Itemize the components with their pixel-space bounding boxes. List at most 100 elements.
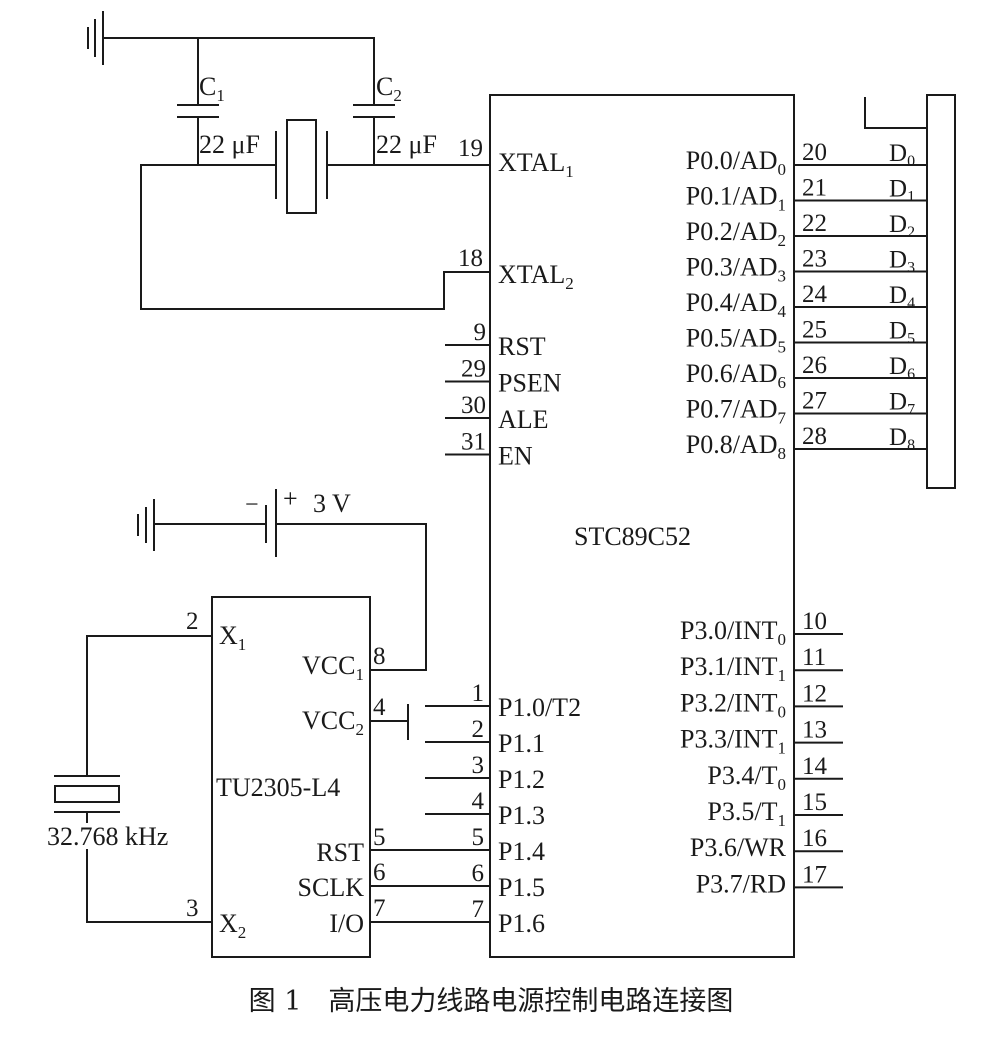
c1-value: 22 μF bbox=[199, 130, 260, 159]
mcu-pin-p3-0: 10 P3.0/INT0 bbox=[680, 608, 843, 649]
pin-number: 19 bbox=[458, 135, 483, 162]
pin-number: 15 bbox=[802, 789, 827, 816]
pin-number: 5 bbox=[373, 824, 386, 851]
pin-label: P1.0/T2 bbox=[498, 693, 581, 722]
rtc-crystal-frequency: 32.768 kHz bbox=[47, 822, 168, 851]
pin-label: RST bbox=[498, 332, 546, 361]
mcu-pin-en: 31 EN bbox=[445, 429, 533, 471]
mcu-port0-pins: 20P0.0/AD0D021P0.1/AD1D122P0.2/AD2D223P0… bbox=[686, 139, 928, 463]
pin-label: P1.1 bbox=[498, 729, 545, 758]
rtc-x1-pin: 2 X1 bbox=[186, 608, 246, 654]
pin-label: P0.4/AD4 bbox=[686, 288, 787, 321]
mcu-pin-p0-0: 20 P0.0/AD0 D0 bbox=[686, 139, 928, 179]
rtc-x2-pin: 3 X2 bbox=[186, 895, 246, 942]
pin-label: P1.3 bbox=[498, 801, 545, 830]
mcu-pin-p3-2: 12 P3.2/INT0 bbox=[680, 680, 843, 721]
data-bus-label: D1 bbox=[889, 176, 915, 206]
mcu-pin-p3-6: 16 P3.6/WR bbox=[690, 825, 843, 862]
pin-number: 6 bbox=[472, 860, 485, 887]
pin-number: 27 bbox=[802, 388, 827, 415]
pin-label: P0.7/AD7 bbox=[686, 395, 787, 428]
c2-label: C2 bbox=[376, 72, 402, 105]
pin-label: P3.0/INT0 bbox=[680, 616, 786, 649]
pin-number: 3 bbox=[472, 752, 485, 779]
rtc-io-pin: 7 I/O bbox=[329, 895, 385, 938]
rtc-vcc1-pin: 8 VCC1 bbox=[302, 643, 385, 684]
battery-minus: − bbox=[245, 492, 259, 518]
pin-label: P3.7/RD bbox=[696, 869, 786, 898]
pin-label: P1.4 bbox=[498, 837, 545, 866]
mcu-pin-p0-4: 24 P0.4/AD4 D4 bbox=[686, 281, 928, 321]
pin-number: 26 bbox=[802, 352, 827, 379]
pin-number: 21 bbox=[802, 175, 827, 202]
pin-number: 4 bbox=[373, 694, 386, 721]
mcu-pin-p1-0: 1 P1.0/T2 bbox=[425, 680, 581, 722]
data-bus-label: D8 bbox=[889, 424, 915, 454]
battery-plus: + bbox=[283, 484, 298, 513]
pin-label: P0.6/AD6 bbox=[686, 359, 786, 392]
pin-number: 5 bbox=[472, 824, 485, 851]
pin-label: P3.4/T0 bbox=[707, 761, 786, 794]
pin-label: RST bbox=[316, 838, 364, 867]
c2-value: 22 μF bbox=[376, 130, 437, 159]
pin-label: X1 bbox=[219, 621, 246, 654]
pin-number: 16 bbox=[802, 825, 827, 852]
pin-number: 20 bbox=[802, 139, 827, 166]
mcu-xtal1-pin: 19 XTAL1 bbox=[458, 135, 574, 181]
mcu-pin-p1-4: 5 P1.4 bbox=[369, 824, 545, 866]
pin-number: 22 bbox=[802, 210, 827, 237]
pin-label: P3.6/WR bbox=[690, 833, 787, 862]
pin-number: 13 bbox=[802, 717, 827, 744]
pin-label: P0.8/AD8 bbox=[686, 430, 786, 463]
pin-label: EN bbox=[498, 442, 533, 471]
wiring bbox=[54, 11, 956, 958]
pin-number: 10 bbox=[802, 608, 827, 635]
pin-number: 4 bbox=[472, 788, 485, 815]
pin-label: VCC2 bbox=[302, 706, 364, 739]
c1-capacitor: C1 22 μF bbox=[199, 72, 260, 159]
pin-number: 2 bbox=[186, 608, 199, 635]
battery: − + 3 V bbox=[245, 484, 351, 518]
mcu-name: STC89C52 bbox=[574, 522, 691, 551]
rtc-rst-pin: 5 RST bbox=[316, 824, 385, 867]
pin-number: 9 bbox=[474, 319, 487, 346]
pin-number: 25 bbox=[802, 317, 827, 344]
rtc-vcc2-pin: 4 VCC2 bbox=[302, 694, 386, 739]
pin-label: P0.3/AD3 bbox=[686, 253, 786, 286]
mcu-xtal2-pin: 18 XTAL2 bbox=[458, 245, 574, 293]
mcu-pin-rst: 9 RST bbox=[445, 319, 546, 361]
rtc-sclk-pin: 6 SCLK bbox=[298, 859, 386, 902]
pin-number: 7 bbox=[472, 896, 485, 923]
data-bus-label: D5 bbox=[889, 318, 915, 348]
pin-number: 18 bbox=[458, 245, 483, 272]
mcu-pin-p1-2: 3 P1.2 bbox=[425, 752, 545, 794]
pin-label: P0.0/AD0 bbox=[686, 146, 786, 179]
pin-number: 1 bbox=[472, 680, 485, 707]
pin-label: P1.2 bbox=[498, 765, 545, 794]
pin-label: I/O bbox=[329, 909, 364, 938]
pin-number: 31 bbox=[461, 429, 486, 456]
battery-voltage: 3 V bbox=[313, 489, 351, 518]
pin-number: 24 bbox=[802, 281, 828, 308]
pin-number: 7 bbox=[373, 895, 386, 922]
rtc-chip-name: TU2305-L4 bbox=[216, 773, 340, 802]
pin-label: P3.2/INT0 bbox=[680, 688, 786, 721]
pin-number: 6 bbox=[373, 859, 386, 886]
pin-number: 2 bbox=[472, 716, 485, 743]
pin-number: 30 bbox=[461, 392, 486, 419]
pin-number: 12 bbox=[802, 680, 827, 707]
data-bus-label: D2 bbox=[889, 211, 915, 241]
data-bus-label: D0 bbox=[889, 140, 915, 170]
pin-number: 17 bbox=[802, 861, 827, 888]
pin-number: 29 bbox=[461, 356, 486, 383]
data-bus-label: D4 bbox=[889, 282, 915, 312]
